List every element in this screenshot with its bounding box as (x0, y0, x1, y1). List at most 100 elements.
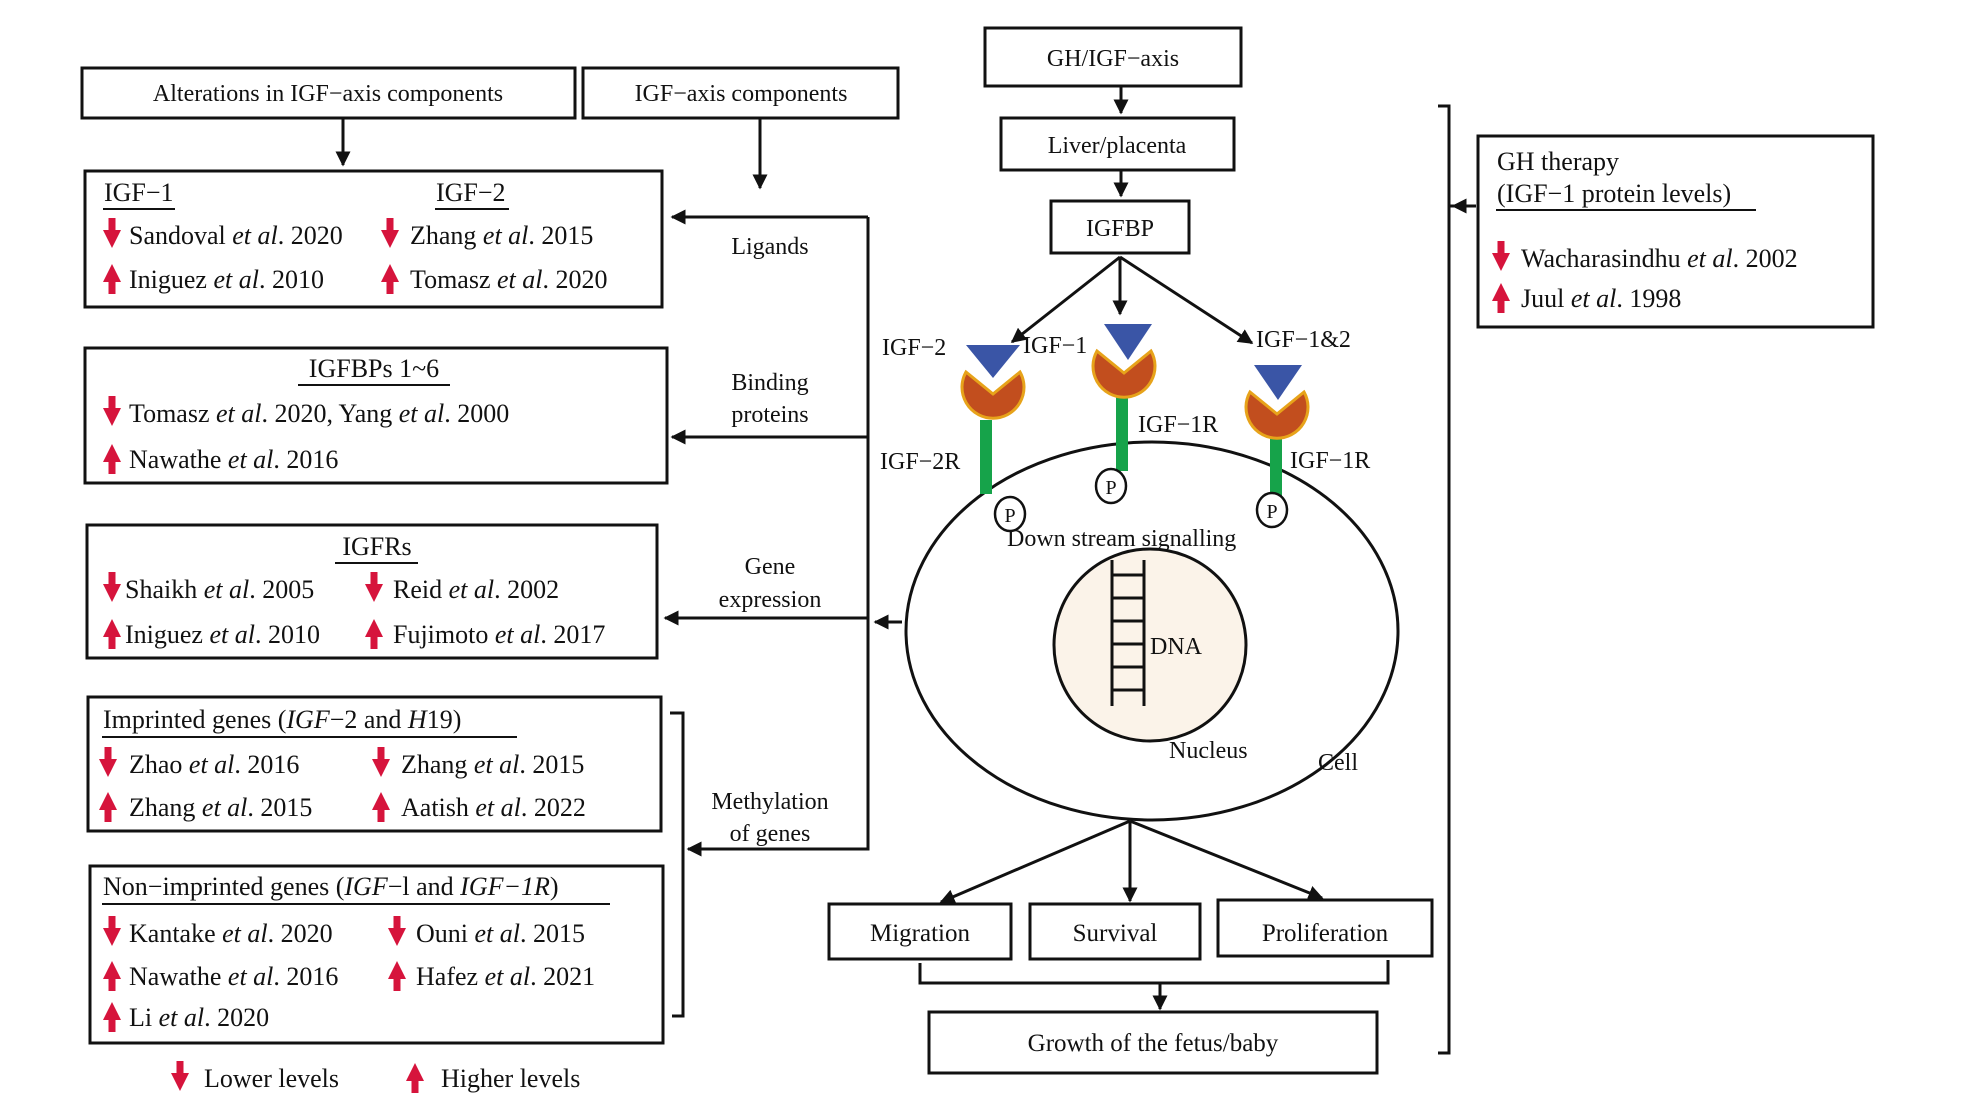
components-box (581, 66, 900, 120)
imprinted-heading: Imprinted genes (IGF−2 and H19) (103, 705, 461, 734)
up-arrow-icon (99, 792, 117, 822)
receptor-labels: IGF−2 IGF−1 IGF−1&2 IGF−2R IGF−1R IGF−1R… (880, 327, 1370, 527)
ref-entry: Juul et al. 1998 (1521, 284, 1681, 313)
ref-entry: Wacharasindhu et al. 2002 (1521, 244, 1798, 273)
phosphate-label: P (1105, 477, 1116, 499)
ref-entry: Zhang et al. 2015 (129, 793, 312, 822)
label-igf12: IGF−1&2 (1256, 327, 1351, 353)
survival-box (1028, 902, 1202, 961)
category-ligands: Ligands (731, 234, 808, 260)
nucleus (1052, 547, 1248, 743)
ref-entry: Shaikh et al. 2005 (125, 575, 314, 604)
phosphate-icon (1255, 491, 1289, 529)
cell-label: Cell (1318, 750, 1358, 776)
up-arrow-icon (406, 1063, 424, 1093)
igfr-heading: IGFRs (342, 532, 411, 561)
down-arrow-icon (171, 1061, 189, 1091)
proliferation-box (1216, 898, 1434, 958)
cell (904, 440, 1400, 822)
legend-lower: Lower levels (204, 1064, 339, 1093)
igf12-ligand-icon (1254, 365, 1302, 400)
igf1-ligand-icon (1104, 324, 1152, 360)
ref-entry: Tomasz et al. 2020, Yang et al. 2000 (129, 399, 509, 428)
migration-box (827, 902, 1013, 961)
proliferation-label: Proliferation (1262, 920, 1389, 947)
bp-heading: IGFBPs 1~6 (309, 354, 439, 383)
up-arrow-icon (365, 619, 383, 649)
igfr-box (85, 523, 659, 660)
growth-label: Growth of the fetus/baby (1028, 1030, 1279, 1057)
category-gene: expression (719, 587, 822, 613)
igf2-ligand-icon (966, 345, 1020, 378)
ref-entry: Tomasz et al. 2020 (410, 265, 608, 294)
alterations-box (80, 66, 577, 120)
alterations-header: Alterations in IGF−axis components (153, 81, 503, 107)
up-arrow-icon (1492, 283, 1510, 313)
gh-axis-box (983, 26, 1243, 88)
dna-label: DNA (1150, 634, 1203, 660)
liver-placenta-box (999, 116, 1236, 172)
down-arrow-icon (388, 916, 406, 946)
gh-therapy-title: GH therapy (1497, 147, 1619, 176)
ref-entry: Fujimoto et al. 2017 (393, 620, 605, 649)
up-arrow-icon (372, 792, 390, 822)
ref-entry: Iniguez et al. 2010 (129, 265, 324, 294)
label-igf2r: IGF−2R (880, 449, 960, 475)
label-igf1r-right: IGF−1R (1290, 448, 1370, 474)
down-arrow-icon (103, 572, 121, 602)
ligands-content: IGF−1 IGF−2 Sandoval et al. 2020 Iniguez… (103, 178, 608, 294)
ref-entry: Reid et al. 2002 (393, 575, 559, 604)
igfr-content: IGFRs Shaikh et al. 2005 Iniguez et al. … (103, 532, 605, 649)
down-arrow-icon (372, 747, 390, 777)
imprinted-box (86, 695, 663, 833)
igf2r-stalk (980, 420, 992, 494)
dna-ladder-icon (1110, 560, 1146, 706)
binding-proteins-content: IGFBPs 1~6 Tomasz et al. 2020, Yang et a… (103, 354, 509, 474)
migration-label: Migration (870, 920, 970, 947)
gh-therapy-subtitle: (IGF−1 protein levels) (1497, 179, 1731, 208)
nucleus-label: Nucleus (1169, 738, 1248, 764)
non-imprinted-box (88, 864, 665, 1045)
ref-entry: Zhao et al. 2016 (129, 750, 299, 779)
up-arrow-icon (103, 444, 121, 474)
ref-entry: Nawathe et al. 2016 (129, 445, 338, 474)
label-igf1: IGF−1 (1023, 333, 1087, 359)
category-gene: Gene (745, 554, 796, 580)
up-arrow-icon (103, 961, 121, 991)
signalling-label: Down stream signalling (1007, 526, 1236, 552)
growth-box (927, 1010, 1379, 1075)
category-binding: Binding (731, 370, 808, 396)
down-arrow-icon (365, 572, 383, 602)
legend: Lower levels Higher levels (171, 1061, 580, 1093)
down-arrow-icon (103, 396, 121, 426)
gh-therapy-content: GH therapy (IGF−1 protein levels) Wachar… (1492, 147, 1798, 313)
outcome-labels: Migration Survival Proliferation Growth … (870, 920, 1389, 1057)
phosphate-label: P (1004, 505, 1015, 527)
ligands-box (83, 169, 664, 309)
ref-entry: Kantake et al. 2020 (129, 919, 333, 948)
liver-placenta-label: Liver/placenta (1048, 133, 1187, 159)
ref-entry: Nawathe et al. 2016 (129, 962, 338, 991)
igf2r-receptor-icon (960, 369, 1026, 420)
down-arrow-icon (1492, 241, 1510, 271)
up-arrow-icon (103, 1002, 121, 1032)
ref-entry: Hafez et al. 2021 (416, 962, 595, 991)
phosphate-label: P (1266, 501, 1277, 523)
down-arrow-icon (103, 916, 121, 946)
igf1r-right-receptor-icon (1244, 389, 1310, 440)
ref-entry: Zhang et al. 2015 (401, 750, 584, 779)
up-arrow-icon (103, 619, 121, 649)
ref-entry: Zhang et al. 2015 (410, 221, 593, 250)
igfbp-label: IGFBP (1086, 216, 1154, 242)
non-imprinted-content: Non−imprinted genes (IGF−l and IGF−1R) K… (102, 872, 610, 1032)
down-arrow-icon (103, 218, 121, 248)
survival-label: Survival (1073, 920, 1158, 947)
igf1r-mid-stalk (1116, 397, 1128, 471)
down-arrow-icon (99, 747, 117, 777)
igf1r-right-stalk (1270, 437, 1282, 503)
up-arrow-icon (103, 264, 121, 294)
imprinted-content: Imprinted genes (IGF−2 and H19) Zhao et … (99, 705, 586, 822)
label-igf2: IGF−2 (882, 335, 946, 361)
gh-axis-label: GH/IGF−axis (1047, 46, 1179, 72)
